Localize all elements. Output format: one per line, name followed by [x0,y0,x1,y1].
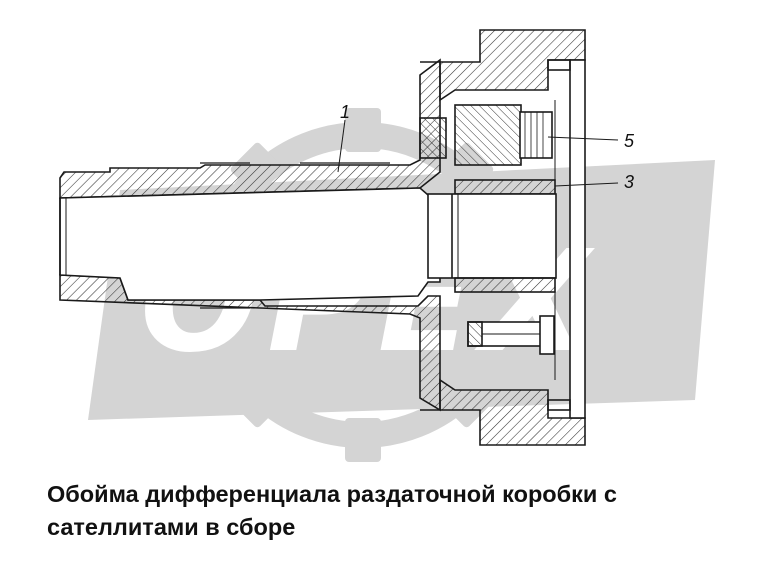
satellite-gear [454,104,522,166]
callout-5: 5 [624,131,635,151]
shaft-bore [59,187,441,301]
caption-line-2: сателлитами в сборе [47,514,296,540]
inner-sleeve [427,193,557,279]
assembly [59,29,586,446]
leader-1 [337,119,346,173]
callout-1: 1 [340,102,350,122]
cross-section-drawing: ОРЕХ [59,29,715,462]
shaft-upper-wall [59,58,441,199]
leader-3 [554,182,619,187]
figure-caption: Обойма дифференциала раздаточной коробки… [47,478,747,544]
caption-line-1: Обойма дифференциала раздаточной коробки… [47,481,617,507]
callout-3: 3 [624,172,634,192]
housing-top [420,29,586,102]
housing-right-flange [569,59,586,419]
leader-5 [547,136,619,141]
spline-marks [200,162,390,309]
housing-bottom [420,378,586,446]
leaders [337,119,619,187]
satellite-axle [454,179,556,195]
